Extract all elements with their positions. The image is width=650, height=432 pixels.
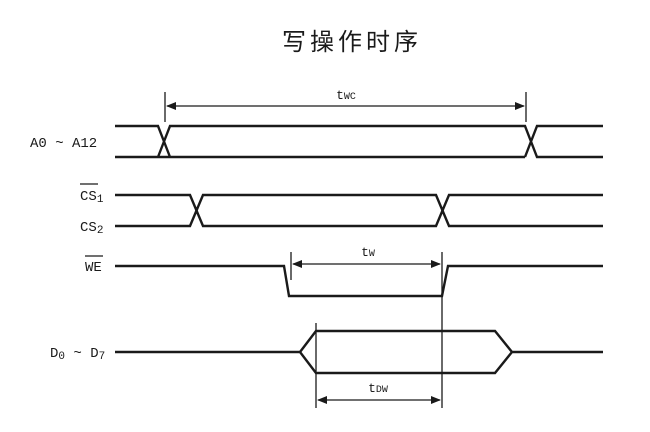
we-label: WE (85, 255, 103, 276)
data-label: D0 ~ D7 (50, 346, 105, 363)
twc-label: tWC (336, 88, 356, 103)
cs1-waveform (115, 193, 603, 228)
svg-text:WE: WE (85, 260, 102, 276)
tw-label: tW (361, 245, 375, 260)
cs1-label: CS1 (80, 183, 104, 206)
cs2-label: CS2 (80, 220, 103, 237)
tw-dimension: tW (290, 245, 443, 408)
diagram-title: 写操作时序 (282, 28, 422, 56)
twc-dimension: tWC (164, 88, 527, 122)
data-bus-waveform (115, 329, 603, 375)
address-label: A0 ~ A12 (30, 136, 97, 152)
svg-text:CS1: CS1 (80, 189, 104, 206)
cs2-waveform (115, 193, 603, 228)
tdw-label: tDW (368, 381, 388, 396)
tdw-dimension: tDW (315, 323, 441, 408)
address-bus-waveform (115, 124, 603, 159)
we-waveform (115, 264, 603, 298)
